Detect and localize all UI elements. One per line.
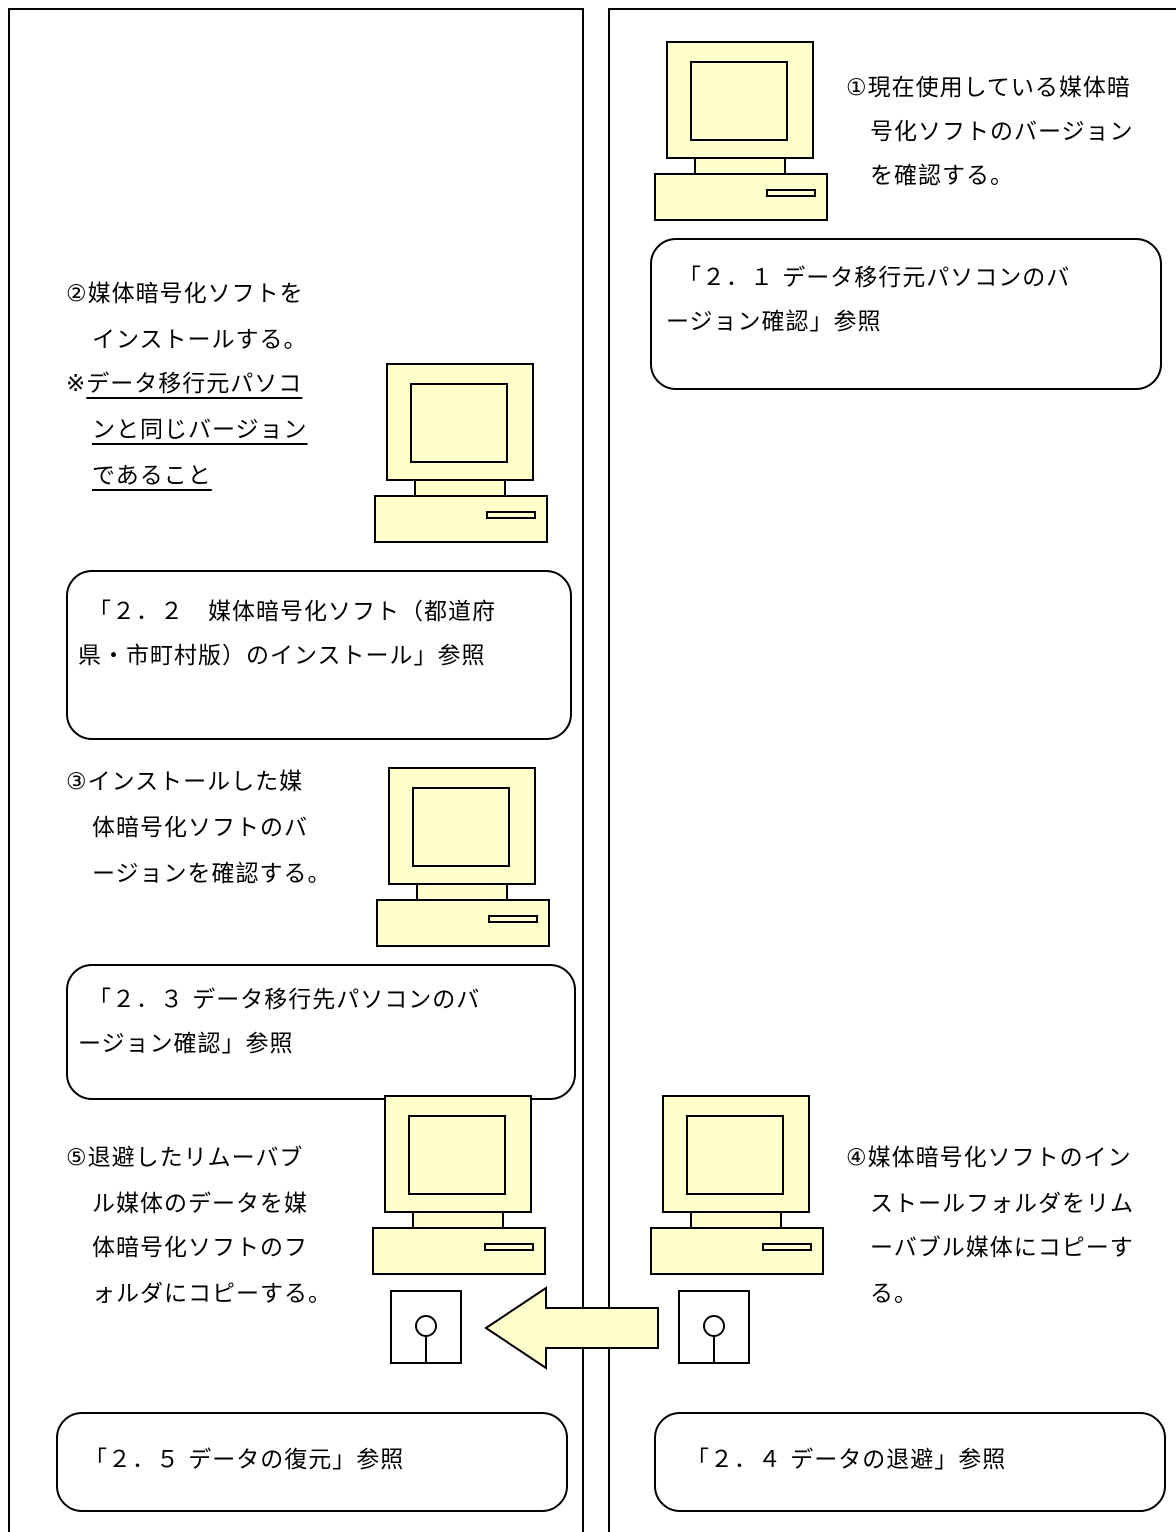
step2-line1: ②媒体暗号化ソフトを	[66, 281, 304, 307]
reference-2-1-line2: ージョン確認」参照	[666, 309, 882, 335]
removable-media-icon	[390, 1290, 462, 1364]
computer-icon	[374, 363, 548, 543]
step3-line2: 体暗号化ソフトのバ	[92, 815, 308, 841]
step2-note-line1: ※データ移行元パソコ	[66, 362, 302, 406]
step5-line1: ⑤退避したリムーバブ	[66, 1145, 304, 1171]
step2-note-prefix: ※	[66, 371, 87, 397]
reference-2-3-line2: ージョン確認」参照	[78, 1031, 294, 1057]
step4-line1: ④媒体暗号化ソフトのイン	[846, 1145, 1132, 1171]
step2-line2: インストールする。	[92, 327, 308, 353]
reference-2-5: 「２．５ データの復元」参照	[56, 1412, 568, 1512]
step5-line2: ル媒体のデータを媒	[92, 1191, 308, 1217]
removable-media-icon	[678, 1290, 750, 1364]
left-column-destination-pc	[8, 8, 584, 1532]
step4-line3: ーバブル媒体にコピーす	[870, 1235, 1134, 1261]
step5-line4: ォルダにコピーする。	[92, 1281, 332, 1307]
step1-line2: 号化ソフトのバージョン	[870, 119, 1134, 145]
computer-icon	[372, 1095, 546, 1275]
reference-2-2: 「２．２ 媒体暗号化ソフト（都道府 県・市町村版）のインストール」参照	[66, 570, 572, 740]
computer-icon	[650, 1095, 824, 1275]
reference-2-3: 「２．３ データ移行先パソコンのバ ージョン確認」参照	[66, 964, 576, 1100]
reference-2-2-line1: 「２．２ 媒体暗号化ソフト（都道府	[88, 599, 496, 625]
left-arrow-icon	[484, 1286, 659, 1370]
right-column-source-pc	[608, 8, 1176, 1532]
step5-line3: 体暗号化ソフトのフ	[92, 1235, 308, 1261]
step3-line3: ージョンを確認する。	[92, 861, 332, 887]
computer-icon	[654, 41, 828, 221]
step3-line1: ③インストールした媒	[66, 769, 304, 795]
reference-2-5-line1: 「２．５ データの復元」参照	[84, 1447, 405, 1473]
reference-2-2-line2: 県・市町村版）のインストール」参照	[78, 643, 486, 669]
reference-2-4-line1: 「２．４ データの退避」参照	[686, 1447, 1007, 1473]
reference-2-1-line1: 「２．１ データ移行元パソコンのバ	[678, 265, 1071, 291]
step1-line1: ①現在使用している媒体暗	[846, 75, 1131, 101]
step1-line3: を確認する。	[870, 163, 1014, 189]
reference-2-3-line1: 「２．３ データ移行先パソコンのバ	[88, 987, 481, 1013]
reference-2-4: 「２．４ データの退避」参照	[654, 1412, 1166, 1512]
step2-note-line2: ンと同じバージョン	[92, 417, 308, 443]
reference-2-1: 「２．１ データ移行元パソコンのバ ージョン確認」参照	[650, 238, 1162, 390]
computer-icon	[376, 767, 550, 947]
step4-line4: る。	[870, 1281, 918, 1307]
step2-note-text1: データ移行元パソコ	[86, 371, 303, 397]
step4-line2: ストールフォルダをリム	[870, 1191, 1134, 1217]
step2-note-line3: であること	[92, 463, 212, 489]
